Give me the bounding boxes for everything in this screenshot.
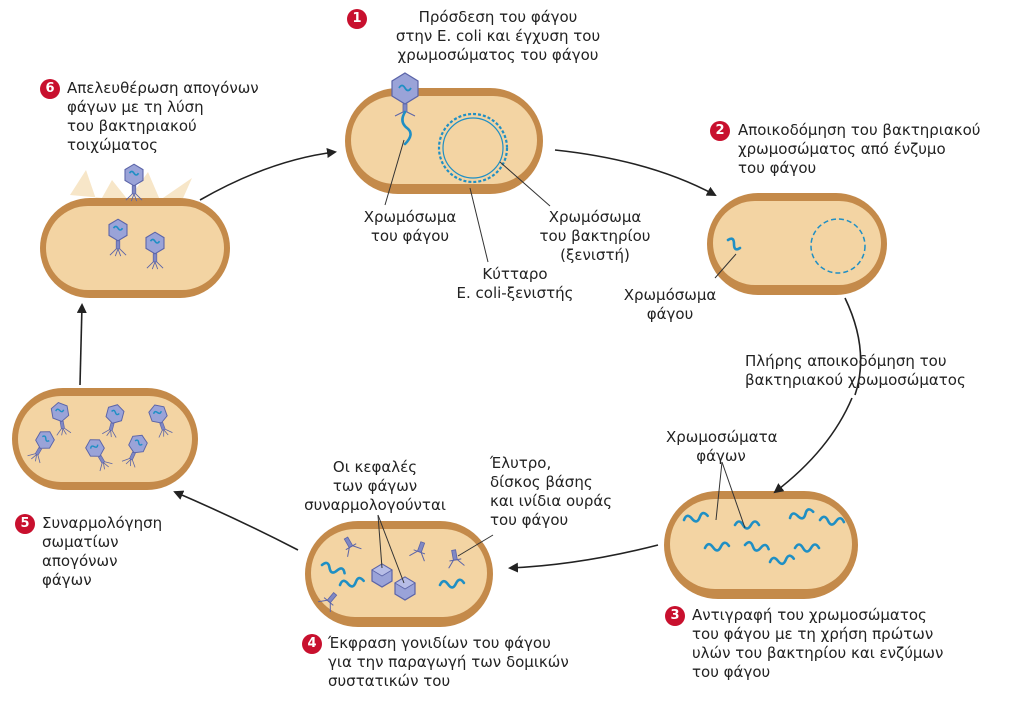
- arrow-3-to-4: [508, 544, 659, 573]
- step-badge-3: 3: [665, 606, 685, 626]
- label-tail-parts: Έλυτρο, δίσκος βάσης και ινίδια ουράς το…: [490, 454, 613, 529]
- arrow-2-to-3-lower: [773, 397, 853, 494]
- label-host-cell: Κύτταρο E. coli-ξενιστής: [456, 265, 574, 302]
- step-6-caption: Απελευθέρωση απογόνων φάγων με τη λύση τ…: [67, 79, 259, 154]
- cell-step-5: [12, 388, 198, 490]
- injected-phage-dna: [401, 110, 412, 146]
- arrow-4-to-5: [173, 490, 299, 551]
- arrow-2-to-3-upper: [844, 297, 862, 396]
- step-badge-1: 1: [347, 9, 367, 29]
- label-phage-chromosomes: Χρωμοσώματα φάγων: [666, 428, 778, 465]
- cycle-arrows: [76, 148, 862, 573]
- arrow-1-to-2: [554, 149, 717, 196]
- cell-step-1: [345, 72, 551, 263]
- label-bacterial-chromosome: Χρωμόσωμα του βακτηρίου (ξενιστή): [539, 208, 651, 264]
- cell-step-4: [305, 514, 494, 627]
- step-5-caption: Συναρμολόγηση σωματίων απογόνων φάγων: [42, 514, 163, 589]
- cell-step-2: [707, 193, 887, 295]
- step-2-caption: Αποικοδόμηση του βακτηριακού χρωμοσώματο…: [738, 121, 981, 177]
- step-1-caption: Πρόσδεση του φάγου στην E. coli και έγχυ…: [395, 8, 601, 64]
- attached-phage-icon: [391, 72, 419, 117]
- label-heads-assemble: Οι κεφαλές των φάγων συναρμολογούνται: [304, 458, 446, 514]
- label-complete-degradation: Πλήρης αποικοδόμηση του βακτηριακού χρωμ…: [745, 352, 966, 389]
- arrow-6-to-1: [199, 148, 337, 201]
- cell-step-6: [40, 163, 230, 298]
- step-badge-4: 4: [302, 634, 322, 654]
- step-3-caption: Αντιγραφή του χρωμοσώματος του φάγου με …: [692, 606, 944, 681]
- step-badge-2: 2: [710, 121, 730, 141]
- cell-step-3: [664, 461, 858, 599]
- step-4-caption: Έκφραση γονιδίων του φάγου για την παραγ…: [328, 634, 569, 690]
- arrow-5-to-6: [76, 303, 87, 386]
- label-phage-chromosome-2: Χρωμόσωμα φάγου: [623, 286, 717, 323]
- step-badge-6: 6: [40, 79, 60, 99]
- label-phage-chromosome: Χρωμόσωμα του φάγου: [363, 208, 457, 245]
- step-badge-5: 5: [15, 514, 35, 534]
